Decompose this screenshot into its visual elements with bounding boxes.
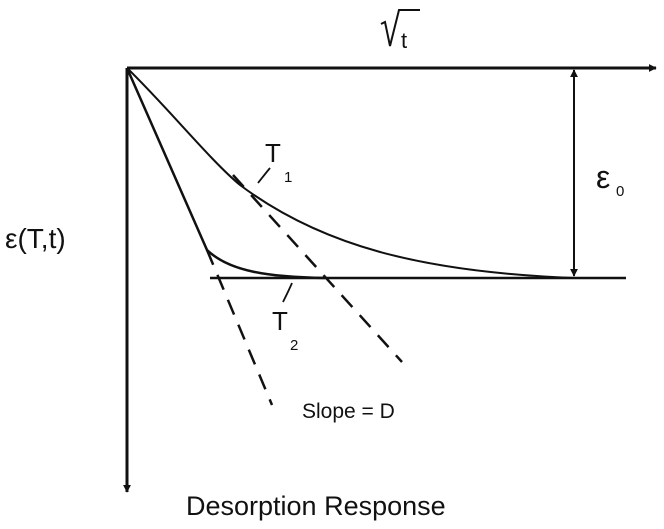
curve-t1-label-main: T [265, 138, 281, 168]
equilibrium-label: ε 0 [596, 159, 624, 200]
x-axis-label: t [380, 9, 420, 53]
curve-t2-label-sub: 2 [290, 337, 298, 354]
diagram-caption: Desorption Response [186, 491, 446, 521]
tangent-t1-dashed [232, 174, 403, 363]
curve-t2-label: T 2 [272, 306, 298, 354]
tangent-t2-dashed [205, 249, 274, 406]
equilibrium-label-main: ε [596, 159, 610, 195]
curve-t2 [125, 67, 326, 280]
equilibrium-label-sub: 0 [616, 183, 624, 200]
leader-t2 [282, 282, 293, 303]
radical-sign [380, 9, 420, 47]
curve-t1-label: T 1 [265, 138, 292, 186]
y-axis-label: ε(T,t) [5, 223, 66, 254]
curve-t1-label-sub: 1 [284, 169, 292, 186]
curve-t2-label-main: T [272, 306, 288, 336]
leader-t1 [257, 167, 271, 184]
x-axis-label-radicand: t [401, 28, 407, 53]
slope-label: Slope = D [302, 400, 395, 423]
curve-t1 [126, 67, 575, 279]
